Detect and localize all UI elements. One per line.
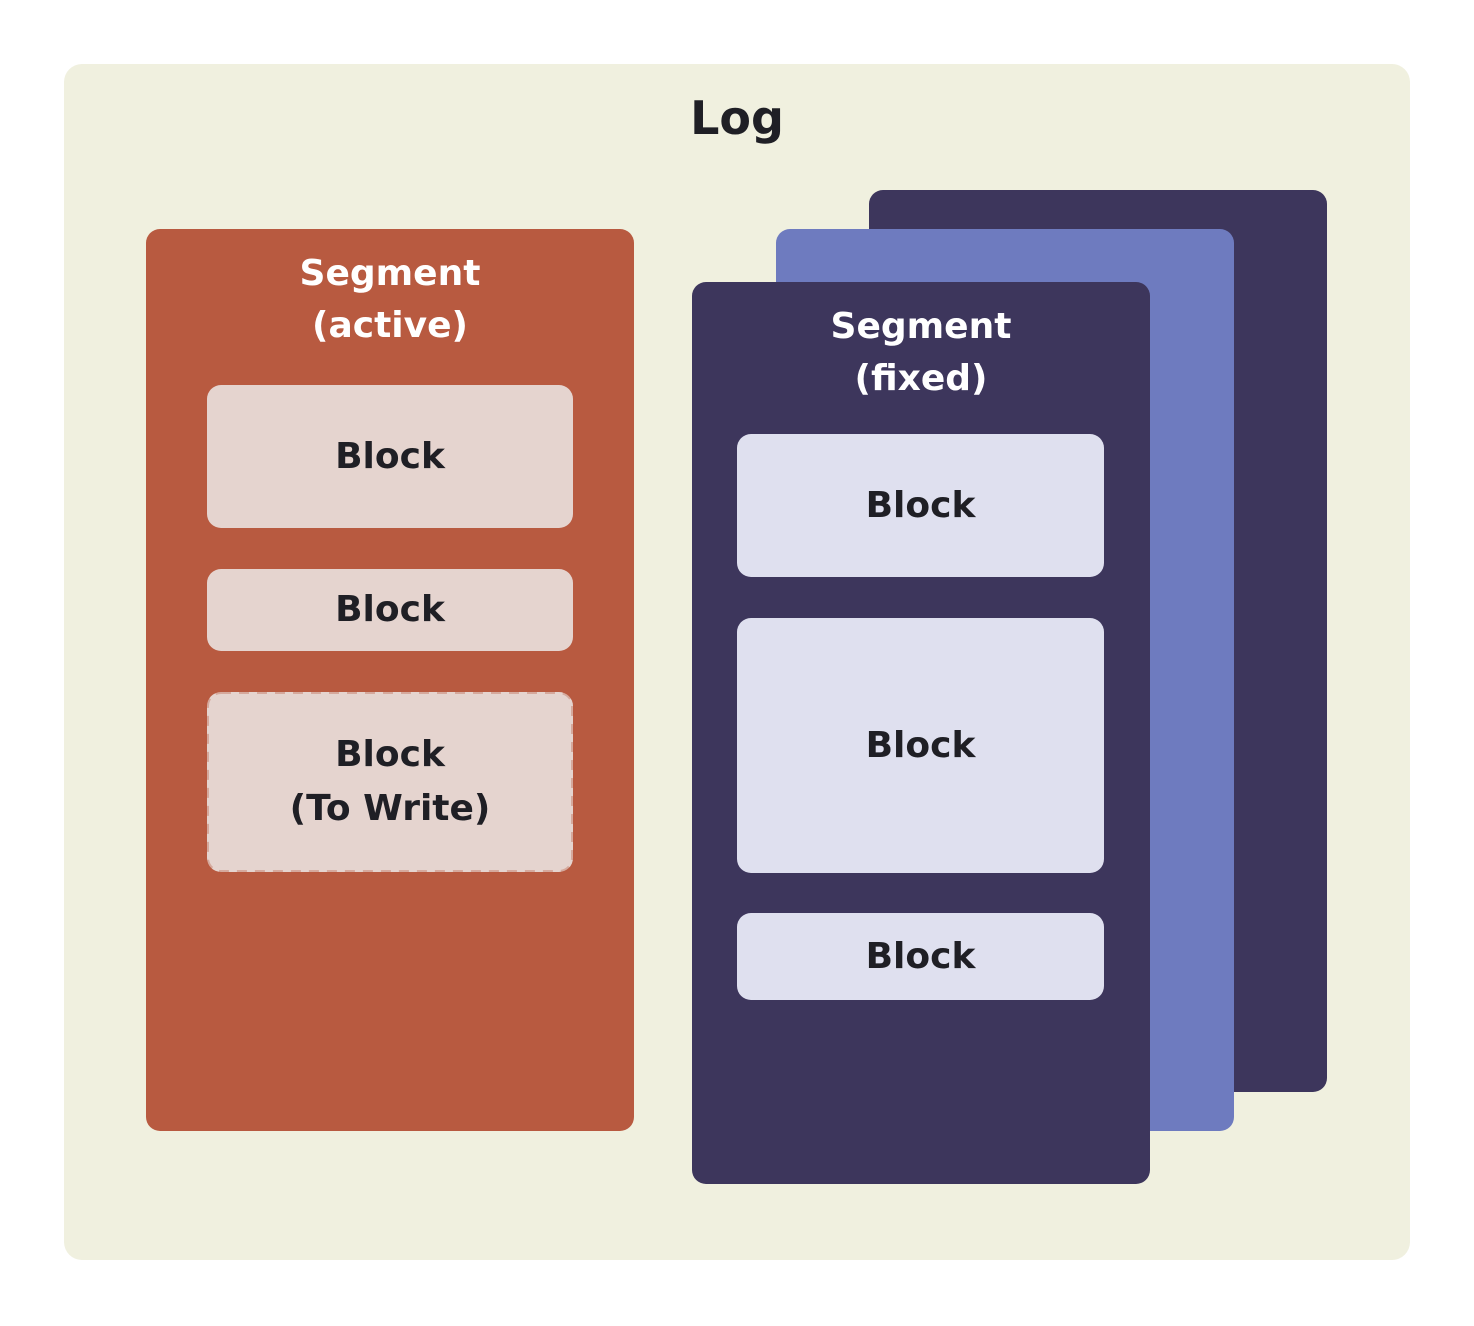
active-block-to-write-dashed-border	[205, 690, 575, 874]
active-block-to-write-label-line2: (To Write)	[289, 788, 491, 829]
segment-fixed-title-line2: (fixed)	[854, 358, 988, 399]
active-block-to-write: Block (To Write)	[207, 692, 573, 872]
fixed-block-1-label: Block	[865, 484, 976, 526]
segment-active	[146, 229, 634, 1131]
active-block-2: Block	[207, 569, 573, 651]
fixed-block-1: Block	[737, 434, 1104, 577]
segment-active-title-line2: (active)	[312, 305, 468, 346]
log-title: Log	[690, 91, 784, 145]
fixed-block-3-label: Block	[865, 935, 976, 977]
fixed-block-3: Block	[737, 913, 1104, 1000]
active-block-to-write-label-line1: Block	[335, 734, 445, 775]
active-block-1-label: Block	[335, 435, 445, 477]
fixed-block-2-label: Block	[865, 724, 976, 766]
segment-active-title: Segment (active)	[146, 248, 634, 352]
segment-active-title-line1: Segment	[299, 253, 481, 294]
segment-fixed-title-line1: Segment	[830, 306, 1012, 347]
active-block-2-label: Block	[335, 589, 445, 630]
active-block-1: Block	[207, 385, 573, 528]
fixed-block-2: Block	[737, 618, 1104, 873]
segment-fixed-title: Segment (fixed)	[692, 301, 1150, 405]
